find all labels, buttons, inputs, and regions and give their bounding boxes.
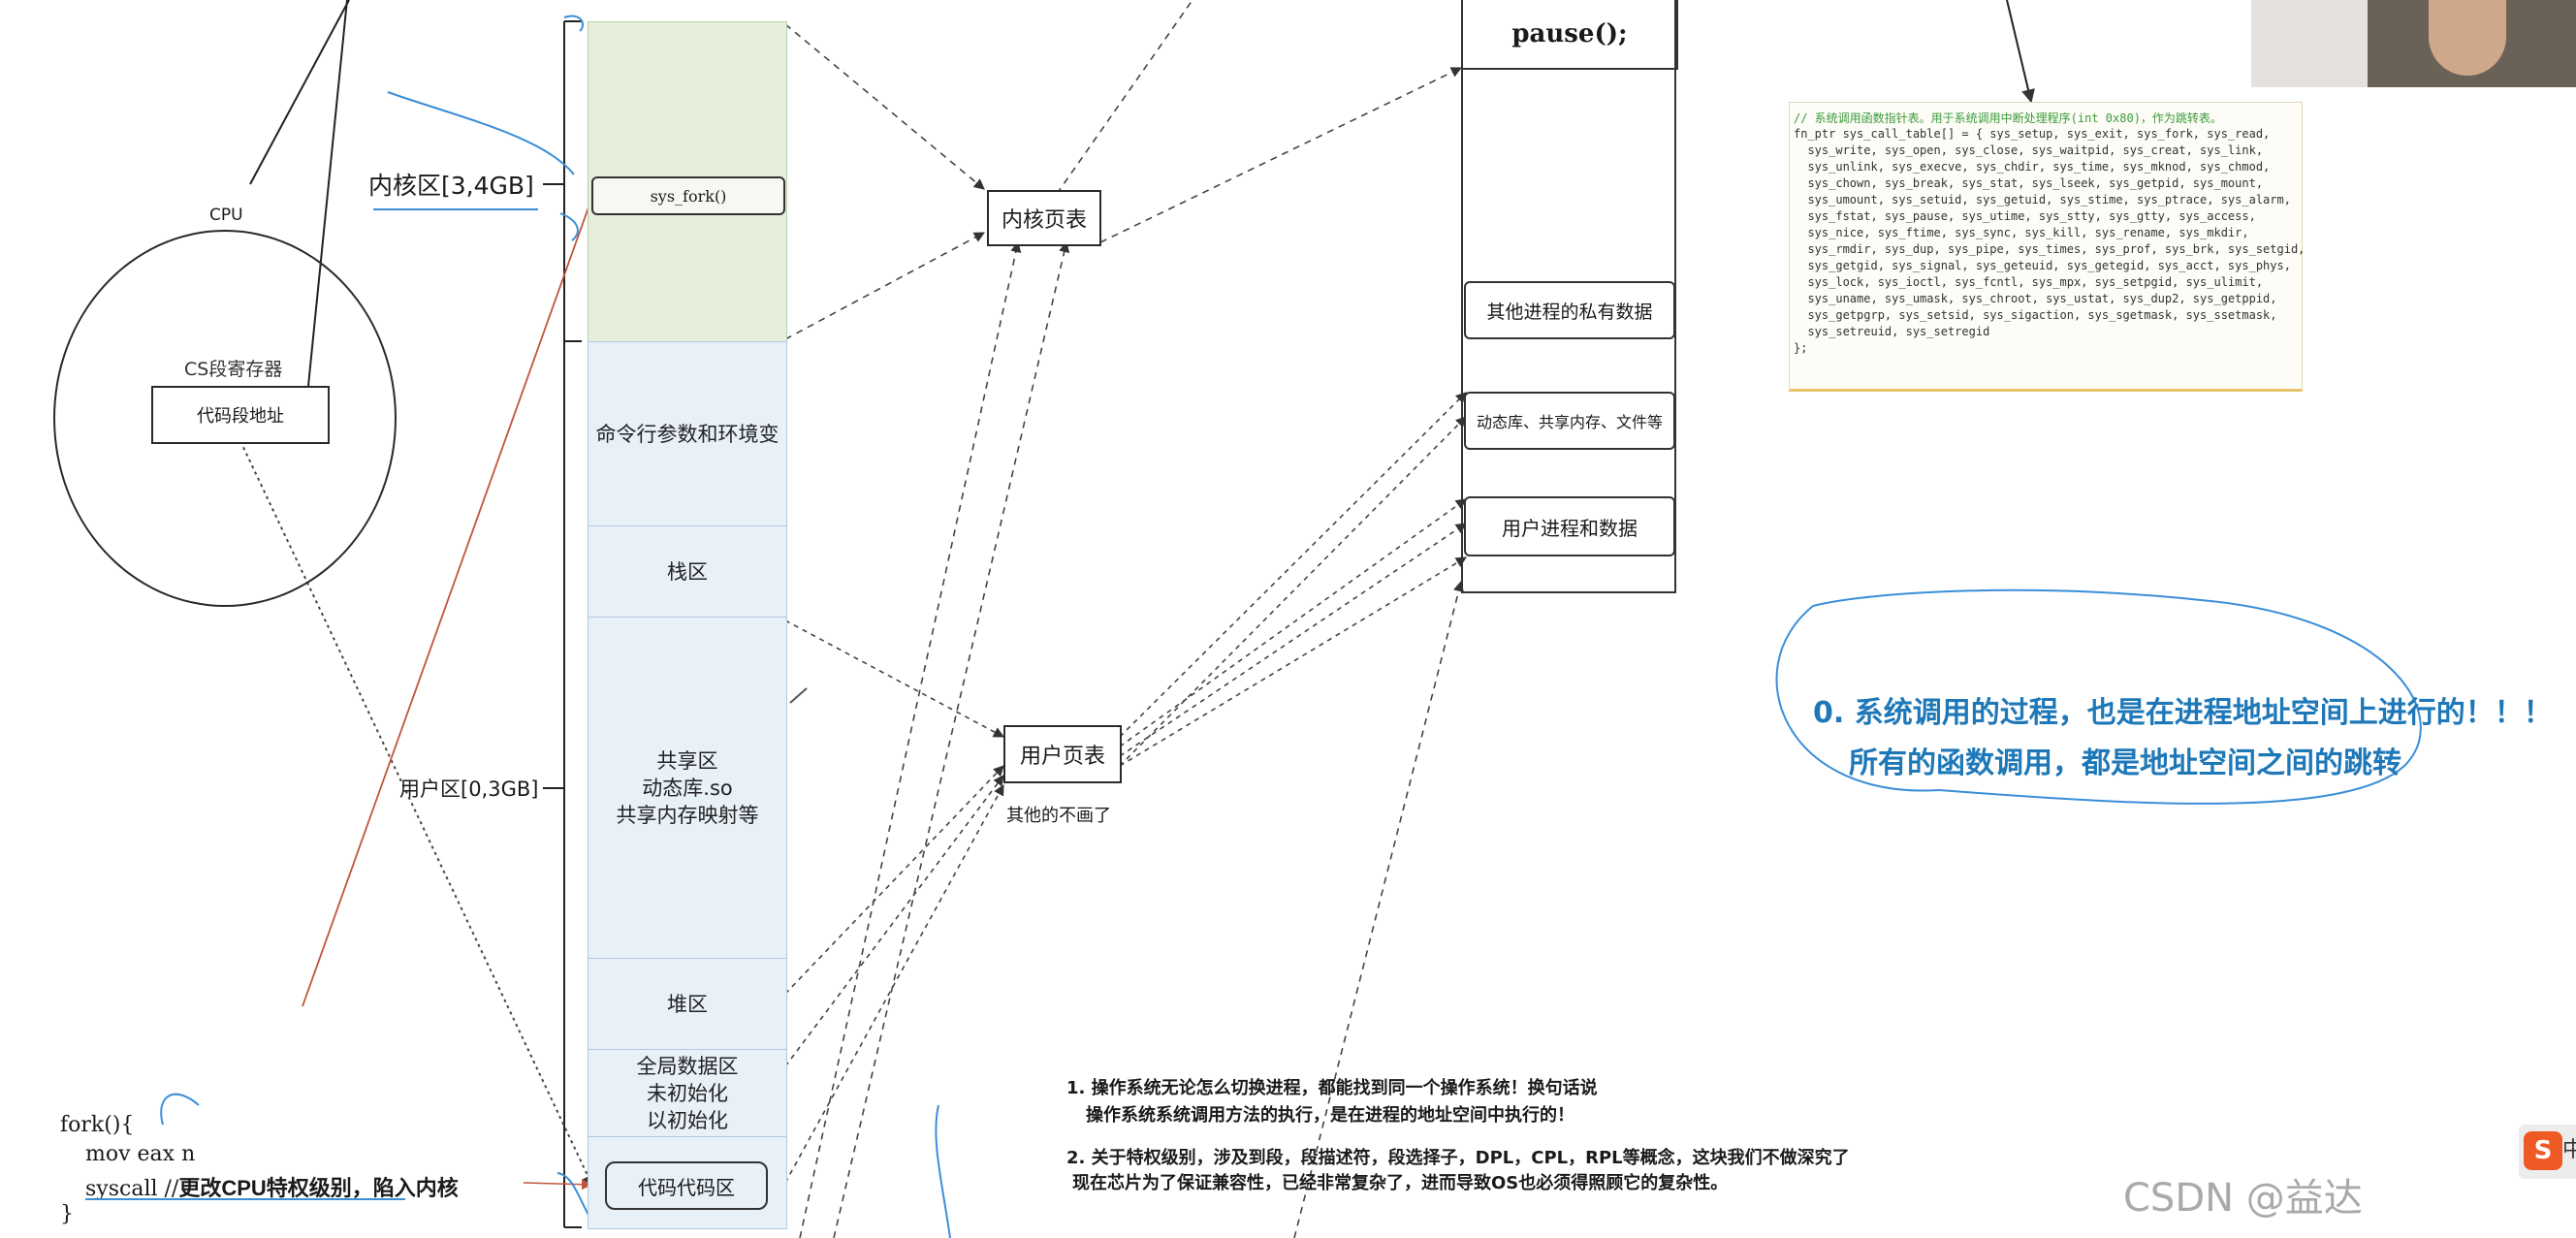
sogou-ime-icon[interactable]: S bbox=[2524, 1131, 2562, 1170]
code-line: fn_ptr sys_call_table[] = { sys_setup, s… bbox=[1794, 127, 2271, 141]
code-line: sys_fstat, sys_pause, sys_utime, sys_stt… bbox=[1794, 209, 2256, 223]
ime-mode-label[interactable]: 中 bbox=[2562, 1138, 2576, 1162]
code-line: sys_write, sys_open, sys_close, sys_wait… bbox=[1794, 143, 2264, 157]
fork-syscall: syscall // bbox=[85, 1177, 179, 1201]
user-cell-stack: 栈区 bbox=[588, 525, 787, 619]
phys-shared-libs-label: 动态库、共享内存、文件等 bbox=[1476, 413, 1663, 431]
blue-note-line2: 所有的函数调用，都是地址空间之间的跳转 bbox=[1849, 746, 2401, 780]
csdn-watermark: CSDN @益达 bbox=[2123, 1176, 2363, 1221]
webcam-person bbox=[2429, 0, 2506, 76]
user-page-table: 用户页表 bbox=[1003, 725, 1122, 783]
webcam-background bbox=[2251, 0, 2368, 87]
code-region-label: 代码代码区 bbox=[638, 1175, 735, 1199]
phys-other-private-label: 其他进程的私有数据 bbox=[1486, 301, 1653, 323]
cs-register-value: 代码段地址 bbox=[197, 406, 284, 427]
user-cell-shared: 共享区 动态库.so 共享内存映射等 bbox=[588, 617, 787, 960]
pause-label: pause(); bbox=[1511, 19, 1628, 48]
kernel-zone-underline bbox=[373, 208, 538, 210]
fork-code-line2: mov eax n bbox=[85, 1142, 196, 1166]
code-line: sys_rmdir, sys_dup, sys_pipe, sys_times,… bbox=[1794, 242, 2306, 256]
note-1-line1: 1. 操作系统无论怎么切换进程，都能找到同一个操作系统！换句话说 bbox=[1066, 1078, 1598, 1098]
fork-code-line3: syscall //更改CPU特权级别，陷入内核 bbox=[85, 1171, 459, 1202]
address-space-bracket bbox=[563, 20, 582, 1228]
code-line: }; bbox=[1794, 341, 1808, 355]
code-line: sys_lock, sys_ioctl, sys_fcntl, sys_mpx,… bbox=[1794, 275, 2264, 289]
fork-code-line4: } bbox=[60, 1202, 74, 1226]
cpu-circle bbox=[53, 230, 397, 607]
note-2-line1: 2. 关于特权级别，涉及到段，段描述符，段选择子，DPL，CPL，RPL等概念，… bbox=[1066, 1148, 1850, 1168]
code-line: sys_getpgrp, sys_setsid, sys_sigaction, … bbox=[1794, 308, 2277, 322]
kernel-page-table-label: 内核页表 bbox=[1001, 208, 1087, 233]
code-comment: // 系统调用函数指针表。用于系统调用中断处理程序(int 0x80)，作为跳转… bbox=[1794, 111, 2222, 125]
sys-fork-label: sys_fork() bbox=[650, 186, 727, 206]
phys-other-private: 其他进程的私有数据 bbox=[1464, 281, 1675, 339]
phys-user-process-label: 用户进程和数据 bbox=[1502, 516, 1638, 540]
code-line: sys_uname, sys_umask, sys_chroot, sys_us… bbox=[1794, 292, 2277, 305]
code-line: sys_setreuid, sys_setregid bbox=[1794, 325, 1990, 338]
cpu-top-line bbox=[249, 0, 350, 185]
user-zone-label: 用户区[0,3GB] bbox=[399, 778, 539, 801]
kernel-zone-label: 内核区[3,4GB] bbox=[368, 172, 534, 200]
fork-underline bbox=[85, 1198, 405, 1200]
note-2-line2: 现在芯片为了保证兼容性，已经非常复杂了，进而导致OS也必须得照顾它的复杂性。 bbox=[1072, 1173, 1729, 1193]
fork-code-line1: fork(){ bbox=[60, 1113, 135, 1137]
pause-box: pause(); bbox=[1461, 0, 1678, 70]
right-top-line bbox=[2006, 0, 2035, 104]
code-region-box: 代码代码区 bbox=[605, 1161, 768, 1210]
code-line: sys_getgid, sys_signal, sys_geteuid, sys… bbox=[1794, 259, 2291, 272]
user-cell-global-data: 全局数据区 未初始化 以初始化 bbox=[588, 1049, 787, 1138]
kernel-page-table: 内核页表 bbox=[987, 190, 1101, 246]
page-table-note: 其他的不画了 bbox=[1006, 806, 1111, 826]
code-line: sys_chown, sys_break, sys_stat, sys_lsee… bbox=[1794, 176, 2264, 190]
cpu-label: CPU bbox=[209, 206, 243, 225]
cs-register-label: CS段寄存器 bbox=[184, 359, 283, 380]
user-cell-args: 命令行参数和环境变 bbox=[588, 341, 787, 527]
user-cell-heap: 堆区 bbox=[588, 958, 787, 1051]
physical-memory-column bbox=[1461, 0, 1676, 593]
syscall-table-code-panel bbox=[1789, 102, 2303, 392]
cs-register-box: 代码段地址 bbox=[151, 386, 330, 444]
code-line: sys_umount, sys_setuid, sys_getuid, sys_… bbox=[1794, 193, 2291, 206]
user-page-table-label: 用户页表 bbox=[1019, 745, 1105, 769]
code-line: sys_nice, sys_ftime, sys_sync, sys_kill,… bbox=[1794, 226, 2249, 239]
phys-user-process: 用户进程和数据 bbox=[1464, 496, 1675, 556]
fork-syscall-comment: 更改CPU特权级别，陷入内核 bbox=[178, 1176, 459, 1200]
note-1-line2: 操作系统系统调用方法的执行，是在进程的地址空间中执行的！ bbox=[1086, 1105, 1574, 1126]
sys-fork-box: sys_fork() bbox=[591, 176, 785, 215]
code-line: sys_unlink, sys_execve, sys_chdir, sys_t… bbox=[1794, 160, 2271, 174]
sogou-ime-logo: S bbox=[2533, 1136, 2553, 1165]
phys-shared-libs: 动态库、共享内存、文件等 bbox=[1464, 392, 1675, 450]
blue-note-line1: 0. 系统调用的过程，也是在进程地址空间上进行的！！！ bbox=[1813, 696, 2553, 730]
